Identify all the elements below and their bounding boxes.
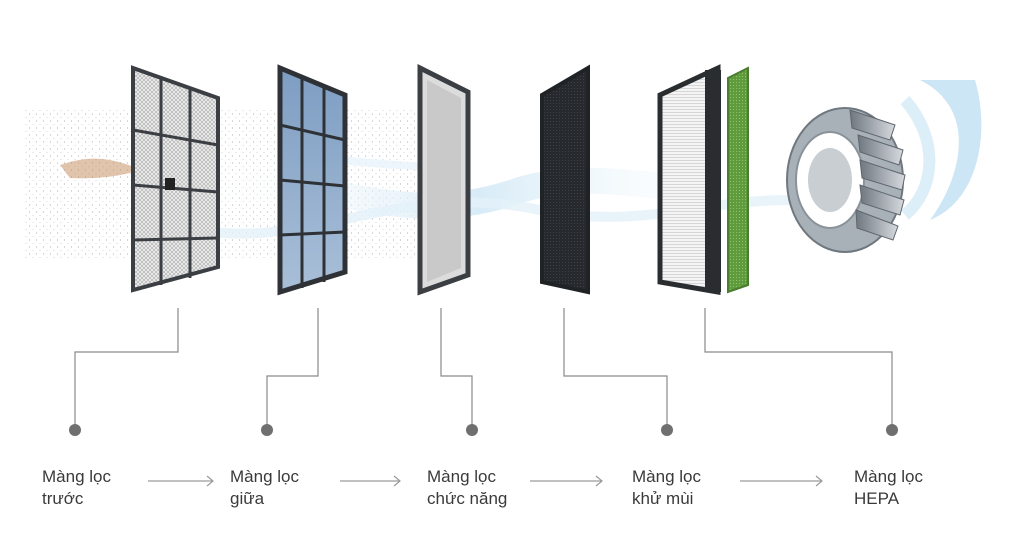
connector-dots: [69, 424, 898, 436]
arrow-3: [530, 475, 603, 487]
label-pre-filter: Màng lọc trước: [42, 466, 111, 510]
functional-filter: [417, 63, 471, 296]
pre-filter: [131, 65, 220, 293]
label-line: khử mùi: [632, 489, 694, 508]
deodorizing-filter: [540, 64, 590, 295]
label-hepa-filter: Màng lọc HEPA: [854, 466, 923, 510]
arrow-1: [148, 475, 214, 487]
arrow-2: [340, 475, 401, 487]
dot-4: [661, 424, 673, 436]
label-deodorizing-filter: Màng lọc khử mùi: [632, 466, 701, 510]
connector-4: [563, 308, 668, 428]
sequence-arrows: [148, 475, 823, 487]
label-line: giữa: [230, 489, 265, 508]
dot-1: [69, 424, 81, 436]
label-functional-filter: Màng lọc chức năng: [427, 466, 507, 510]
connector-1: [74, 308, 179, 428]
connectors: [74, 308, 893, 428]
label-line: chức năng: [427, 489, 508, 508]
connector-2: [266, 308, 319, 428]
label-line: trước: [42, 489, 84, 508]
dot-3: [466, 424, 478, 436]
connector-5: [704, 308, 893, 428]
label-line: Màng lọc: [42, 467, 111, 486]
label-middle-filter: Màng lọc giữa: [230, 466, 299, 510]
middle-filter: [277, 64, 348, 296]
fan: [786, 107, 906, 253]
dust-streak: [60, 158, 140, 179]
label-line: Màng lọc: [230, 467, 299, 486]
connector-3: [440, 308, 473, 428]
label-line: HEPA: [854, 489, 900, 508]
label-line: Màng lọc: [632, 467, 701, 486]
label-line: Màng lọc: [854, 467, 923, 486]
dot-5: [886, 424, 898, 436]
label-line: Màng lọc: [427, 467, 496, 486]
hepa-filter: [657, 64, 749, 295]
arrow-4: [740, 475, 823, 487]
dot-2: [261, 424, 273, 436]
